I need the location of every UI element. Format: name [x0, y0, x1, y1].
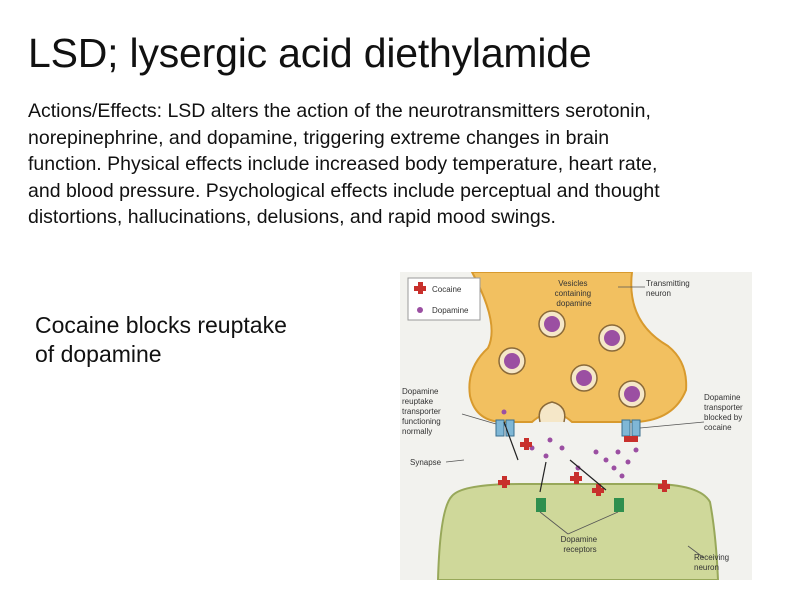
receiving-neuron-shape	[436, 483, 720, 580]
body-line: norepinephrine, and dopamine, triggering…	[28, 126, 610, 149]
dopamine-receptor	[536, 498, 546, 512]
caption-line: of dopamine	[35, 341, 162, 367]
legend-cocaine-label: Cocaine	[432, 285, 462, 294]
dopamine-receptor	[614, 498, 624, 512]
releasing-vesicle	[538, 401, 566, 423]
transmitting-neuron-label: Transmitting neuron	[646, 279, 692, 298]
synapse-label: Synapse	[410, 458, 442, 467]
synapse-diagram: Cocaine Dopamine Vesicles containing dop…	[400, 272, 752, 580]
reuptake-transporter-label: Dopamine reuptake transporter functionin…	[402, 387, 443, 436]
blocked-transporter-label: Dopamine transporter blocked by cocaine	[704, 393, 745, 432]
vesicles-label: Vesicles containing dopamine	[555, 279, 594, 308]
cocaine-molecules	[498, 438, 670, 496]
legend-dopamine-label: Dopamine	[432, 306, 469, 315]
vesicle-group	[498, 310, 646, 408]
diffusion-arrows	[503, 421, 607, 493]
caption-line: Cocaine blocks reuptake	[35, 312, 287, 338]
receiving-neuron-label: Receiving neuron	[694, 553, 731, 572]
body-line: Actions/Effects: LSD alters the action o…	[28, 100, 651, 122]
body-line: function. Physical effects include incre…	[28, 153, 658, 175]
leader-lines	[445, 286, 705, 559]
receptors-label: Dopamine receptors	[561, 535, 600, 554]
body-text: Actions/Effects: LSD alters the action o…	[28, 98, 800, 231]
slide-title: LSD; lysergic acid diethylamide	[28, 30, 592, 76]
body-line: and blood pressure. Psychological effect…	[28, 179, 660, 202]
caption: Cocaine blocks reuptake of dopamine	[35, 311, 287, 369]
blocked-transporter	[621, 419, 641, 442]
dopamine-molecules	[501, 409, 639, 479]
body-line: distortions, hallucinations, delusions, …	[28, 206, 556, 228]
legend: Cocaine Dopamine	[407, 277, 481, 321]
